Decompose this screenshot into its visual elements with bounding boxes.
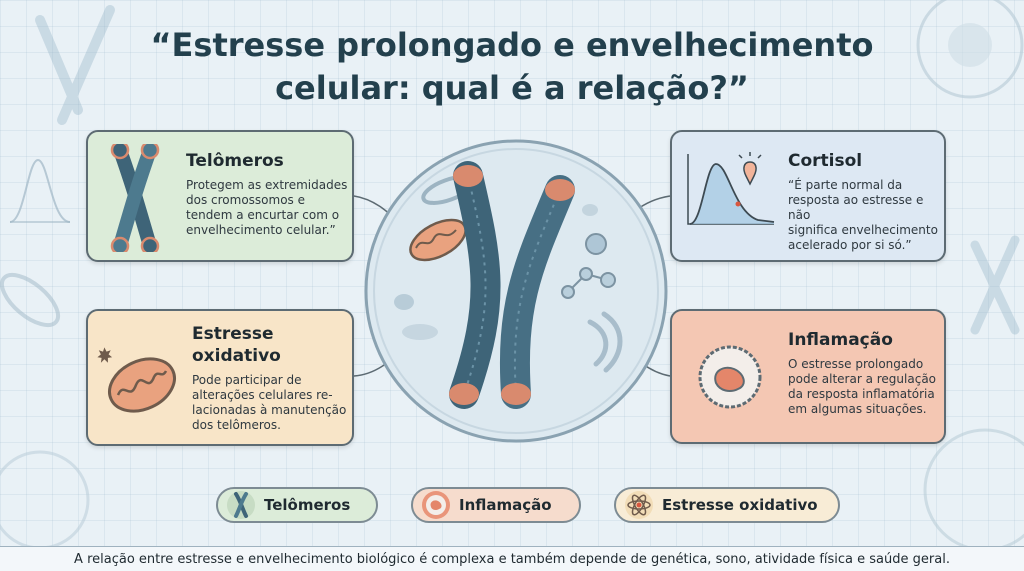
card-telomeros: Telômeros Protegem as extremidades dos c… [86, 130, 354, 262]
atom-icon [625, 491, 653, 519]
mitochondrion-icon [97, 347, 176, 413]
legend-item-inflamacao: Inflamação [411, 487, 581, 523]
card-estresse-oxidativo-text: Pode participar de alterações celulares … [192, 373, 347, 432]
hormone-curve-icon [687, 152, 775, 225]
card-cortisol-text: “É parte normal da resposta ao estresse … [788, 178, 938, 252]
title-line-2: celular: qual é a relação?” [275, 69, 749, 107]
card-estresse-oxidativo: Estresse oxidativo Pode participar de al… [86, 309, 354, 446]
legend-label-telomeros: Telômeros [264, 496, 351, 514]
card-estresse-oxidativo-heading-2: oxidativo [192, 346, 281, 366]
card-cortisol-heading: Cortisol [788, 151, 863, 171]
footer-note: A relação entre estresse e envelheciment… [0, 546, 1024, 571]
large-chromosome-icon [449, 161, 575, 409]
legend-item-estresse-oxidativo: Estresse oxidativo [614, 487, 840, 523]
page-title: “Estresse prolongado e envelhecimento ce… [0, 24, 1024, 110]
chromosome-icon [227, 491, 255, 519]
legend-label-estresse-oxidativo: Estresse oxidativo [662, 496, 818, 514]
card-telomeros-heading: Telômeros [186, 151, 284, 171]
title-line-1: “Estresse prolongado e envelhecimento [150, 26, 874, 64]
card-estresse-oxidativo-heading-1: Estresse [192, 324, 274, 344]
card-inflamacao-heading: Inflamação [788, 330, 893, 350]
central-chromosome-illustration [364, 139, 668, 443]
card-inflamacao-text: O estresse prolongado pode alterar a reg… [788, 357, 937, 416]
legend-label-inflamacao: Inflamação [459, 496, 552, 514]
card-inflamacao: Inflamação O estresse prolongado pode al… [670, 309, 946, 444]
chromosome-icon [110, 144, 160, 252]
card-cortisol: Cortisol “É parte normal da resposta ao … [670, 130, 946, 262]
immune-cell-icon [422, 491, 450, 519]
legend-item-telomeros: Telômeros [216, 487, 378, 523]
immune-cell-icon [698, 345, 762, 409]
card-telomeros-text: Protegem as extremidades dos cromossomos… [186, 178, 348, 237]
